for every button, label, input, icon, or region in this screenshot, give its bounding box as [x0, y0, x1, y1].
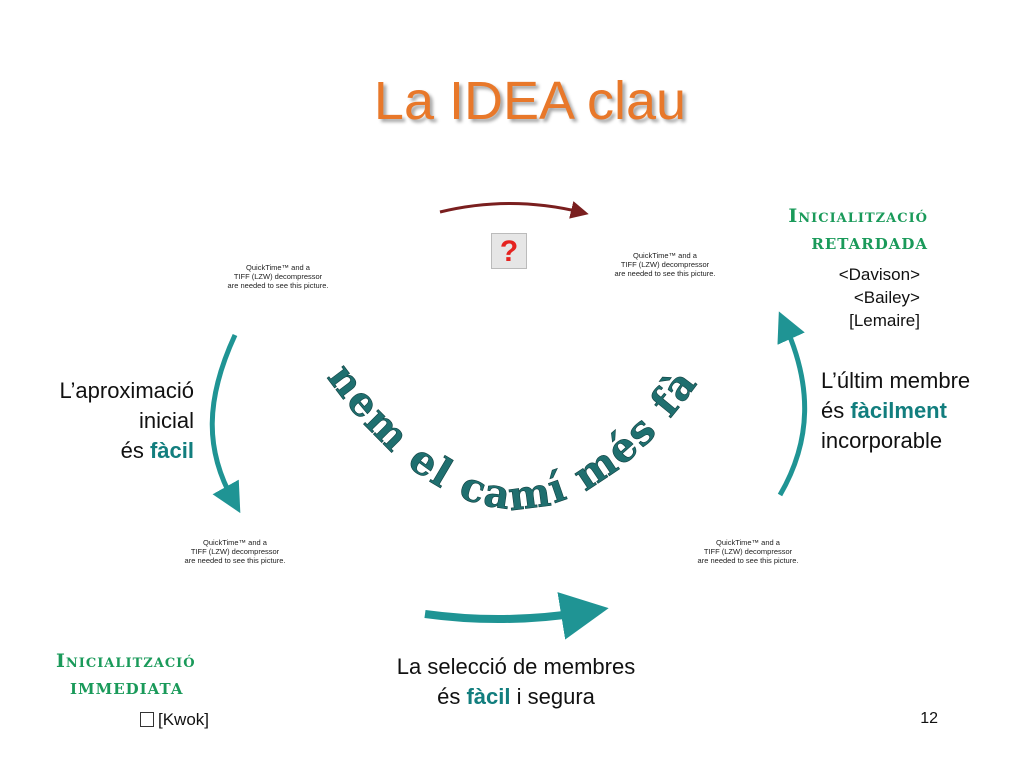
slide-title: La IDEA clau — [373, 71, 687, 131]
left-caption: L’aproximació inicial és fàcil — [59, 378, 194, 463]
reference-kwok: [Kwok] — [140, 710, 209, 730]
question-mark-box: ? — [491, 233, 527, 269]
init-delayed-label: Inicialització retardada — [788, 205, 928, 255]
bottom-arrow — [424, 592, 609, 640]
left-arrow — [209, 333, 241, 514]
checkbox-glyph-icon — [140, 712, 154, 727]
right-arrow — [777, 311, 808, 497]
bottom-caption: La selecció de membres és fàcil i segura — [396, 654, 636, 709]
page-number: 12 — [920, 710, 938, 727]
top-arrow — [439, 201, 589, 219]
right-caption: L’últim membre és fàcilment incorporable — [821, 368, 971, 453]
references-top: <Davison><Bailey>[Lemaire] — [838, 265, 920, 330]
init-immediate-label: Inicialització immediata — [56, 650, 196, 700]
